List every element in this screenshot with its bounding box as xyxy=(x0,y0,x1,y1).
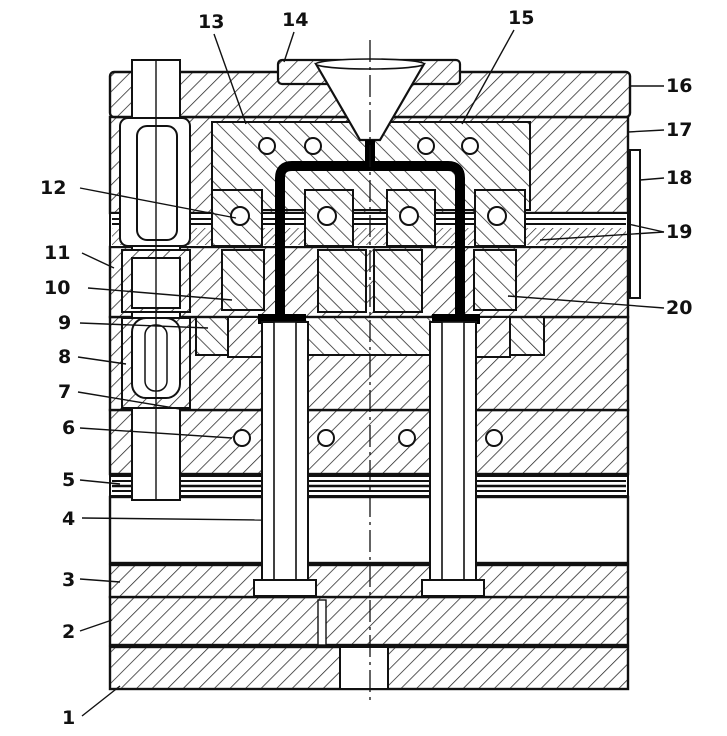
cooling-channels xyxy=(233,137,503,447)
cavity-inserts xyxy=(211,189,526,313)
callout-8: 8 xyxy=(58,346,71,368)
ejector-pins xyxy=(253,321,485,597)
callout-18: 18 xyxy=(666,167,692,189)
callout-7: 7 xyxy=(58,381,71,403)
callout-20: 20 xyxy=(666,297,692,319)
bottom-clamp-plate xyxy=(108,645,630,691)
side-plate xyxy=(629,149,641,299)
callout-11: 11 xyxy=(44,242,70,264)
callout-labels: 1 2 3 4 5 6 7 8 9 10 11 12 13 14 15 16 1… xyxy=(40,7,692,729)
callout-19: 19 xyxy=(666,221,692,243)
ejector-space xyxy=(108,495,630,565)
callout-9: 9 xyxy=(58,312,71,334)
callout-10: 10 xyxy=(44,277,70,299)
callout-15: 15 xyxy=(508,7,534,29)
callout-5: 5 xyxy=(62,469,75,491)
ejector-retainer-plate xyxy=(108,563,630,599)
callout-13: 13 xyxy=(198,11,224,33)
ejector-base-plate xyxy=(108,595,630,647)
core-inserts xyxy=(227,316,511,358)
callout-14: 14 xyxy=(282,9,308,31)
callout-6: 6 xyxy=(62,417,75,439)
support-plate xyxy=(108,408,630,476)
callout-17: 17 xyxy=(666,119,692,141)
support-plate-thin xyxy=(109,475,629,497)
callout-16: 16 xyxy=(666,75,692,97)
sprue-puller xyxy=(317,599,327,646)
callout-1: 1 xyxy=(62,707,75,729)
callout-4: 4 xyxy=(62,508,75,530)
callout-2: 2 xyxy=(62,621,75,643)
callout-12: 12 xyxy=(40,177,66,199)
guide-pin xyxy=(119,59,191,501)
callout-3: 3 xyxy=(62,569,75,591)
leader-lines xyxy=(77,29,665,717)
